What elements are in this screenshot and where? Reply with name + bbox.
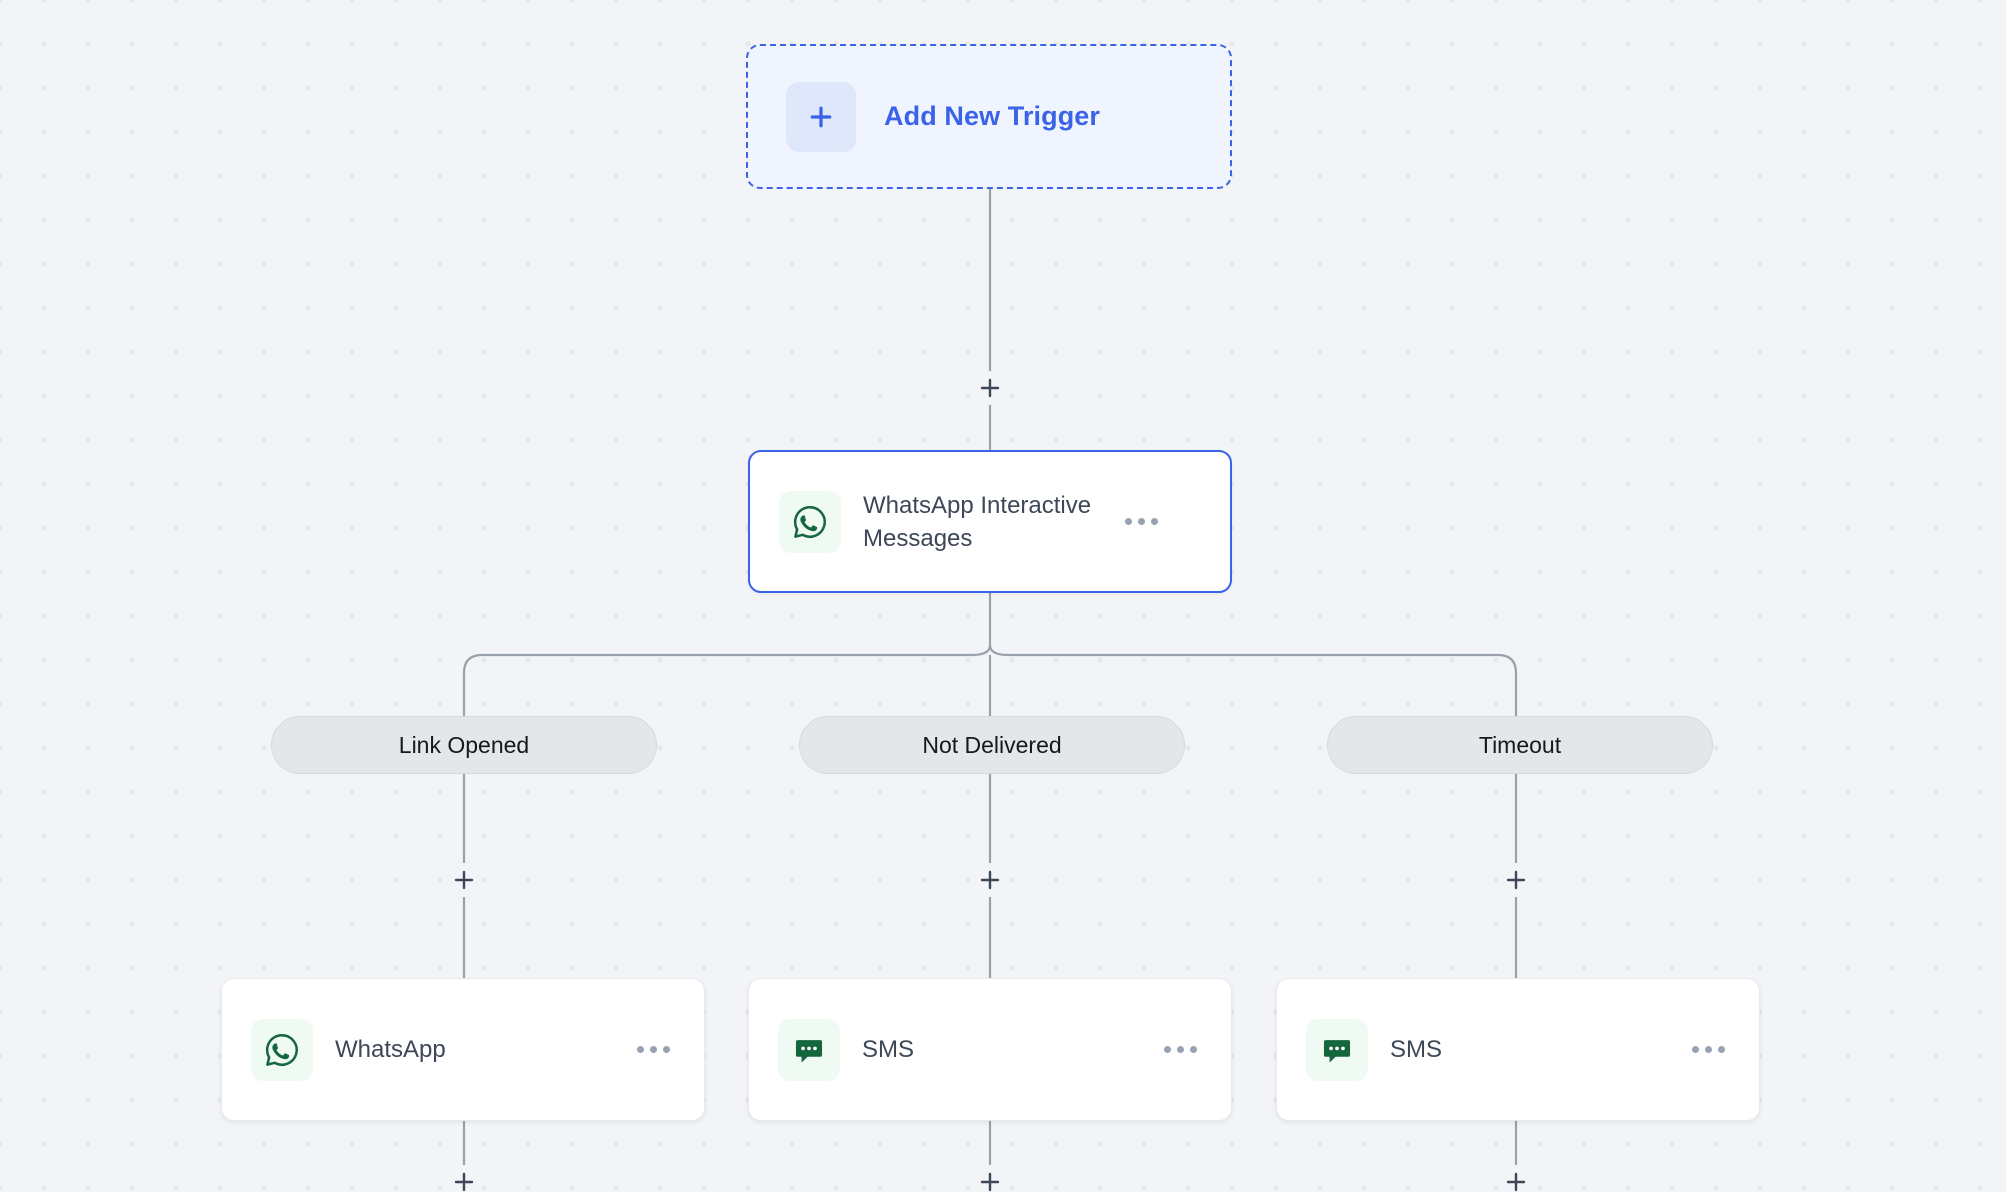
step-node-sms-not-delivered[interactable]: SMS [748,978,1232,1121]
add-step-after-sms-timeout[interactable] [1499,1165,1533,1192]
sms-icon [1306,1018,1368,1081]
add-step-after-sms-not-delivered[interactable] [973,1165,1007,1192]
plus-icon [980,870,1000,890]
add-step-branch-link-opened[interactable] [447,863,481,897]
add-step-after-whatsapp[interactable] [447,1165,481,1192]
sms-icon [778,1018,840,1081]
branch-pill-label: Timeout [1478,731,1562,758]
branch-pill-label: Link Opened [398,731,530,758]
branch-pill-not-delivered[interactable]: Not Delivered [799,716,1185,774]
step-node-title: WhatsApp [335,1036,446,1063]
branch-pill-link-opened[interactable]: Link Opened [271,716,657,774]
step-node-whatsapp-interactive-messages[interactable]: WhatsApp Interactive Messages [748,450,1232,593]
whatsapp-icon [779,490,841,553]
plus-icon [454,1172,474,1192]
step-node-title: SMS [1390,1036,1443,1063]
add-step-branch-timeout[interactable] [1499,863,1533,897]
more-horizontal-icon[interactable] [1121,510,1162,533]
more-horizontal-icon[interactable] [1688,1038,1729,1061]
add-step-after-trigger[interactable] [973,371,1007,405]
plus-icon [454,870,474,890]
step-node-whatsapp[interactable]: WhatsApp [221,978,705,1121]
step-node-title: SMS [862,1036,915,1063]
whatsapp-icon [251,1018,313,1081]
plus-icon [786,81,856,152]
plus-icon [980,378,1000,398]
plus-icon [1506,1172,1526,1192]
step-node-sms-timeout[interactable]: SMS [1276,978,1760,1121]
branch-pill-timeout[interactable]: Timeout [1327,716,1713,774]
more-horizontal-icon[interactable] [633,1038,674,1061]
plus-icon [980,1172,1000,1192]
branch-pill-label: Not Delivered [922,731,1062,758]
add-new-trigger-node[interactable]: Add New Trigger [746,44,1232,189]
plus-icon [1506,870,1526,890]
step-node-title: WhatsApp Interactive Messages [863,491,1092,552]
add-step-branch-not-delivered[interactable] [973,863,1007,897]
add-new-trigger-label: Add New Trigger [884,101,1101,131]
more-horizontal-icon[interactable] [1160,1038,1201,1061]
